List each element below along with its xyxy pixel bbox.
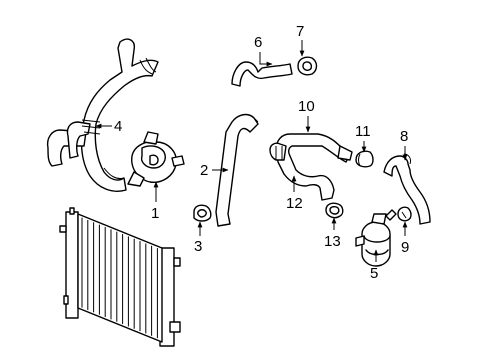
callout-4: 4 [114,118,122,135]
hose-clamp-7 [297,56,318,76]
callout-8: 8 [400,128,408,145]
hose-assembly-10-12 [269,133,353,201]
hose-clamp-3 [193,204,212,222]
callout-11: 11 [355,123,371,140]
radiator [59,207,181,347]
callout-9: 9 [401,239,409,256]
coolant-tube [215,113,259,227]
hose-6 [231,61,293,87]
hose-clamp-11 [355,150,374,168]
auxiliary-pump-5 [355,209,397,267]
callout-7: 7 [296,23,304,40]
callout-12: 12 [286,195,303,212]
leader-6 [259,52,273,67]
callout-2: 2 [200,162,208,179]
hose-clamp-13 [325,202,344,219]
callout-5: 5 [370,265,378,282]
callout-1: 1 [151,205,159,222]
callout-13: 13 [324,233,341,250]
upper-radiator-hose [46,38,159,192]
leader-lines [95,40,408,262]
callout-labels: 1 2 3 4 5 6 7 8 9 10 11 12 13 [114,23,409,282]
callout-6: 6 [254,34,262,51]
callout-10: 10 [298,98,315,115]
water-pump [127,131,185,187]
hose-clamp-9 [397,206,412,222]
callout-3: 3 [194,238,202,255]
